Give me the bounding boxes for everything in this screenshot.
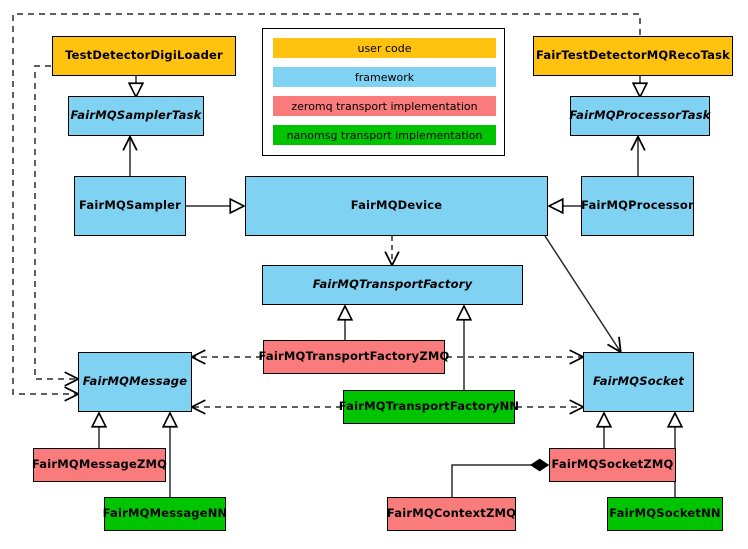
class-box-fairmqmessagezmq[interactable]: FairMQMessageZMQ [32,448,167,482]
class-box-fairmqsamplertask[interactable]: FairMQSamplerTask [68,96,204,136]
class-box-fairmqcontextzmq[interactable]: FairMQContextZMQ [387,497,516,531]
edge-device-socket [544,235,620,351]
class-box-fairmqtransportfactorynn[interactable]: FairMQTransportFactoryNN [339,390,519,424]
class-box-fairmqdevice[interactable]: FairMQDevice [245,176,548,236]
legend-row-framework: framework [273,67,496,87]
class-box-fairmqsocket[interactable]: FairMQSocket [583,352,694,412]
class-box-fairmqprocessortask[interactable]: FairMQProcessorTask [569,96,710,136]
legend-row-zeromq-transport: zeromq transport implementation [273,96,496,116]
class-box-fairmqtransportfactoryzmq[interactable]: FairMQTransportFactoryZMQ [259,340,449,374]
class-box-fairmqsocketzmq[interactable]: FairMQSocketZMQ [549,448,676,482]
legend-row-nanomsg-transport: nanomsg transport implementation [273,125,496,145]
class-box-fairtestdetectormqrecotask[interactable]: FairTestDetectorMQRecoTask [533,36,733,76]
edge-recotask-message [12,13,641,394]
class-box-fairmqtransportfactory[interactable]: FairMQTransportFactory [262,265,523,305]
class-box-fairmqsocketnn[interactable]: FairMQSocketNN [607,497,723,531]
legend-panel: user code framework zeromq transport imp… [262,28,505,156]
class-box-fairmqsampler[interactable]: FairMQSampler [74,176,186,236]
class-box-fairmqmessage[interactable]: FairMQMessage [78,352,192,412]
class-box-fairmqprocessor[interactable]: FairMQProcessor [581,176,694,236]
class-box-fairmqmessagenn[interactable]: FairMQMessageNN [103,497,227,531]
class-box-testdetectordigiloader[interactable]: TestDetectorDigiLoader [52,36,236,76]
edge-contextzmq-socketzmq [451,458,550,497]
legend-row-user-code: user code [273,38,496,58]
